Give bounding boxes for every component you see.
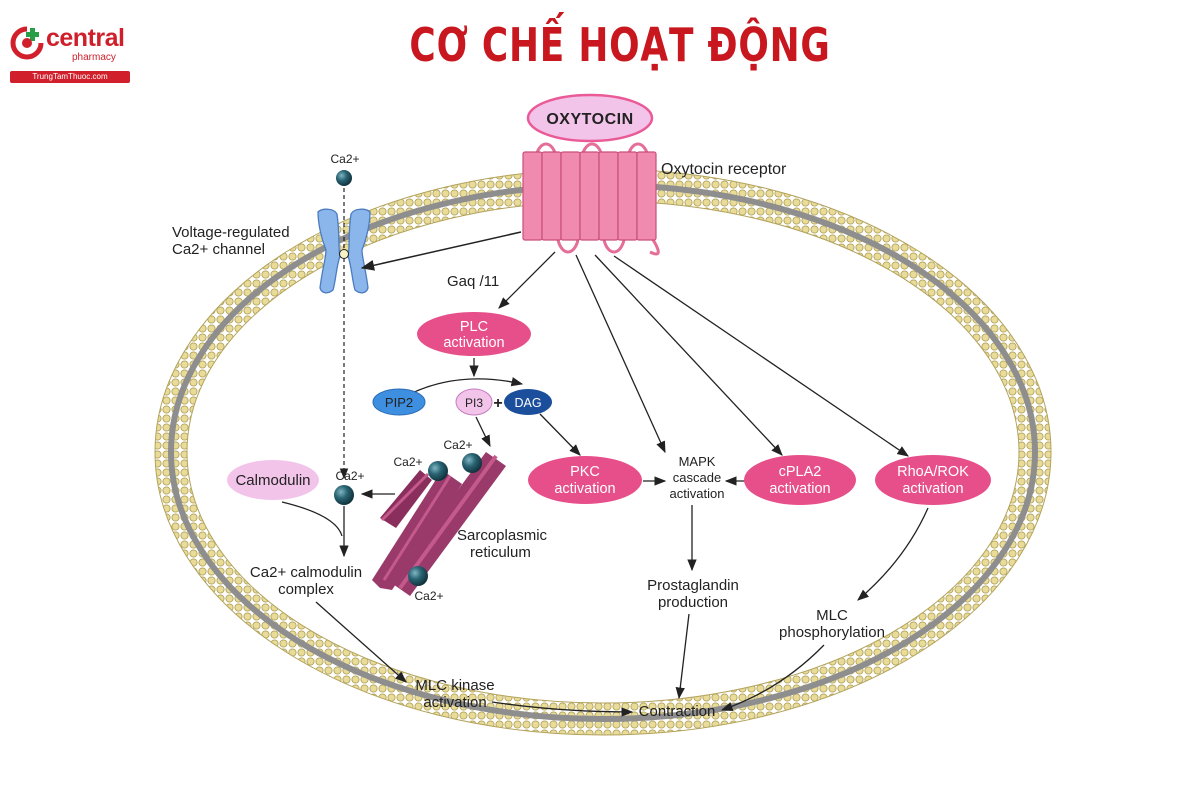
ca-sr-label-1: Ca2+ [393,455,422,469]
mapk-label-1: MAPK [679,454,716,469]
rhoa-label-2: activation [902,481,963,497]
ca-top-label: Ca2+ [330,152,359,166]
prosta-label-2: production [658,594,728,611]
ca-ion-top [336,170,352,186]
ca-channel [317,208,371,294]
brand-subtitle: pharmacy [72,52,116,63]
cpla2-node [744,455,856,505]
channel-label-2: Ca2+ channel [172,241,265,258]
mapk-label-3: activation [670,486,725,501]
complex-label-1: Ca2+ calmodulin [250,564,362,581]
sarcoplasmic-reticulum [372,452,506,596]
brand-site: TrungTamThuoc.com [10,71,130,83]
pip2-label: PIP2 [385,395,413,410]
arrow-receptor-to-rhoa [613,255,909,457]
mlck-label-2: activation [423,694,486,711]
oxytocin-label: OXYTOCIN [546,111,633,128]
dag-node [504,389,552,415]
plus-sign: + [493,395,502,412]
pkc-node [528,456,642,504]
arrow-pi3-to-sr [475,416,491,448]
pi3-label: PI3 [465,396,483,410]
mlck-label-1: MLC kinase [415,677,494,694]
ca-sr-label-3: Ca2+ [414,589,443,603]
mapk-label-2: cascade [673,470,721,485]
ca-ion-sr-3 [408,566,428,586]
plc-label-1: PLC [460,319,488,335]
page-title: CƠ CHẾ HOẠT ĐỘNG [409,18,831,72]
arrow-receptor-to-mapk [575,254,666,454]
plc-label-2: activation [443,335,504,351]
brand-logo: central pharmacy TrungTamThuoc.com [6,22,131,84]
arrow-pip2-conversion [409,377,524,395]
arrow-receptor-to-cpla2 [594,254,783,456]
ca-free-label: Ca2+ [335,469,364,483]
channel-label-1: Voltage-regulated [172,224,290,241]
arrow-complex-to-mlck [315,601,407,683]
oxytocin-receptor [522,142,660,256]
contraction-label: Contraction [639,703,716,720]
arrow-receptor-to-channel [360,231,522,271]
calmodulin-label: Calmodulin [235,472,310,489]
ca-ion-sr-1 [428,461,448,481]
calmodulin-node [227,460,319,500]
pi3-node [455,388,493,416]
arrow-receptor-to-plc [498,251,556,309]
pharmacy-cross-icon [10,26,44,60]
cell-membrane [154,168,1052,736]
pkc-label-2: activation [554,481,615,497]
mlcp-label-1: MLC [816,607,848,624]
sr-label-2: reticulum [470,544,531,561]
arrow-prosta-to-contraction [675,613,690,700]
arrow-rhoa-to-mlcp [857,507,929,601]
ca-ion-channel [339,249,349,259]
sr-label-1: Sarcoplasmic [457,527,548,544]
cpla2-label-1: cPLA2 [779,464,822,480]
oxytocin-node [526,93,654,143]
arrow-calmodulin-join [281,501,343,537]
pkc-label-1: PKC [570,464,600,480]
gaq-label: Gaq /11 [447,273,499,290]
arrow-mlck-to-contraction [491,701,634,717]
arrow-mlcp-to-contraction [720,644,825,711]
arrow-dag-to-pkc [539,413,581,456]
mlcp-label-2: phosphorylation [779,624,885,641]
rhoa-label-1: RhoA/ROK [897,464,969,480]
dag-label: DAG [514,396,541,410]
brand-name: central [46,24,125,52]
cpla2-label-2: activation [769,481,830,497]
complex-label-2: complex [278,581,334,598]
pip2-node [372,388,426,416]
ca-ion-sr-2 [462,453,482,473]
receptor-label: Oxytocin receptor [661,161,787,178]
plc-node [417,312,531,356]
ca-sr-label-2: Ca2+ [443,438,472,452]
prosta-label-1: Prostaglandin [647,577,739,594]
rhoa-node [875,455,991,505]
ca-ion-free [334,485,354,505]
